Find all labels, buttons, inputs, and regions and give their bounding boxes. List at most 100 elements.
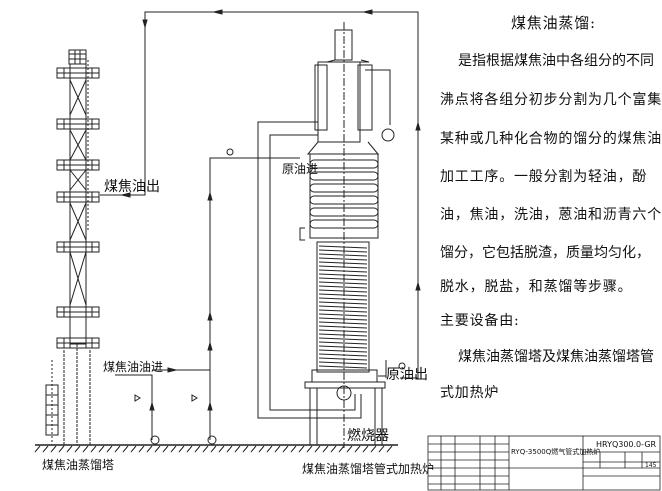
helical-coil <box>318 353 368 357</box>
hatch-mark <box>314 445 321 453</box>
hatch-mark <box>98 445 105 453</box>
hatch-mark <box>178 445 185 453</box>
hatch-mark <box>274 445 281 453</box>
title-block <box>427 435 661 491</box>
hatch-mark <box>298 445 305 453</box>
heater-name-label: 煤焦油蒸馏塔管式加热炉 <box>302 462 435 476</box>
description-line: 脱水，脱盐，和蒸馏等步骤。 <box>440 279 633 295</box>
hatch-mark <box>250 445 257 453</box>
hatch-mark <box>74 445 81 453</box>
helical-coil <box>318 357 368 361</box>
description-line: 主要设备由: <box>440 313 520 329</box>
hatch-mark <box>34 445 41 453</box>
drawing-number: HRYQ300.0-GR <box>596 440 657 449</box>
flange-bolts <box>57 192 99 202</box>
hatch-mark <box>122 445 129 453</box>
helical-coil <box>318 249 368 253</box>
description-line: 某种或几种化合物的馏分的煤焦油 <box>440 131 662 147</box>
tar-in-label: 煤焦油油进 <box>103 360 164 374</box>
coil-tube <box>309 159 379 169</box>
packing-section <box>69 79 87 116</box>
helical-coil <box>318 293 368 297</box>
hatch-mark <box>338 445 345 453</box>
hatch-mark <box>202 445 209 453</box>
hatch-mark <box>218 445 225 453</box>
description-line: 沸点将各组分初步分割为几个富集 <box>440 92 662 108</box>
hatch-mark <box>226 445 233 453</box>
helical-coil <box>318 365 368 369</box>
packing-section <box>69 251 87 306</box>
packing-section <box>69 169 87 191</box>
helical-coil <box>318 341 368 345</box>
helical-coil <box>318 349 368 353</box>
helical-coil <box>318 285 368 289</box>
helical-coil <box>318 345 368 349</box>
packing-section <box>69 129 87 161</box>
hatch-mark <box>290 445 297 453</box>
hatch-mark <box>194 445 201 453</box>
hatch-mark <box>370 445 377 453</box>
helical-coil <box>318 289 368 293</box>
flange-bolts <box>57 242 99 252</box>
hatch-mark <box>50 445 57 453</box>
distillation-tower <box>45 49 100 445</box>
helical-coil <box>318 261 368 265</box>
helical-coil <box>318 301 368 305</box>
crude-out-label: 原油出 <box>386 367 428 383</box>
hatch-mark <box>322 445 329 453</box>
hatch-mark <box>90 445 97 453</box>
hatch-mark <box>306 445 313 453</box>
helical-coil <box>318 317 368 321</box>
coil-tube <box>309 207 379 217</box>
helical-coil <box>318 257 368 261</box>
helical-coil <box>318 305 368 309</box>
flange-bolts <box>57 338 99 348</box>
hatch-mark <box>146 445 153 453</box>
coil-tube <box>309 195 379 205</box>
hatch-mark <box>346 445 353 453</box>
hatch-mark <box>162 445 169 453</box>
description-line: 加工工序。一般分割为轻油，酚 <box>440 169 648 185</box>
tower-name-label: 煤焦油蒸馏塔 <box>42 458 115 472</box>
description-line: 煤焦油蒸馏塔及煤焦油蒸馏塔管 <box>458 349 654 365</box>
helical-coil <box>318 269 368 273</box>
flange-bolts <box>57 160 99 170</box>
hatch-mark <box>354 445 361 453</box>
description-line: 馏分，它包括脱渣，质量均匀化， <box>440 245 650 261</box>
description-line: 是指根据煤焦油中各组分的不同 <box>458 53 654 69</box>
ground-line <box>34 444 398 453</box>
description-line: 式加热炉 <box>440 385 500 401</box>
helical-coil <box>318 277 368 281</box>
helical-coil <box>318 281 368 285</box>
hatch-mark <box>66 445 73 453</box>
hatch-mark <box>378 445 385 453</box>
hatch-mark <box>138 445 145 453</box>
hatch-mark <box>234 445 241 453</box>
helical-coil <box>318 361 368 365</box>
hatch-mark <box>114 445 121 453</box>
hatch-mark <box>130 445 137 453</box>
helical-coil <box>318 273 368 277</box>
flange-bolts <box>57 68 99 78</box>
helical-coil <box>318 329 368 333</box>
hatch-mark <box>362 445 369 453</box>
scale-value: 145 <box>645 462 657 469</box>
helical-coil <box>318 333 368 337</box>
helical-coil <box>318 297 368 301</box>
hatch-mark <box>82 445 89 453</box>
helical-coil <box>318 245 368 249</box>
hatch-mark <box>170 445 177 453</box>
packing-section <box>69 202 87 241</box>
coil-tube <box>309 183 379 193</box>
helical-coil <box>318 253 368 257</box>
tube-heater <box>257 22 406 448</box>
coil-tube <box>309 219 379 229</box>
helical-coil <box>318 337 368 341</box>
helical-coil <box>318 325 368 329</box>
hatch-mark <box>242 445 249 453</box>
hatch-mark <box>386 445 393 453</box>
product-name: RYQ-3500Q燃气管式加热炉 <box>511 448 601 456</box>
helical-coil <box>318 313 368 317</box>
burner-label: 燃烧器 <box>347 428 389 444</box>
